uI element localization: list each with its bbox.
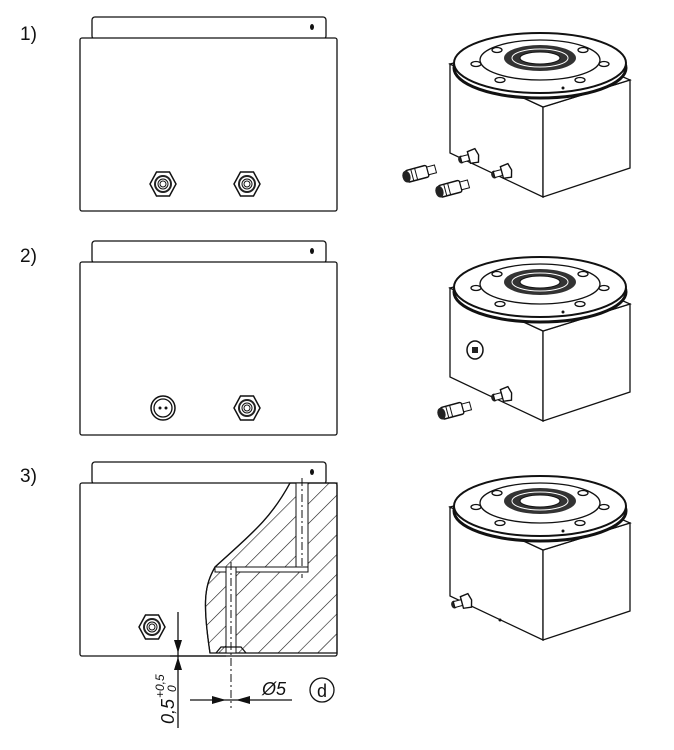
front-view-1 <box>79 16 338 212</box>
variant-3: 3) 0,5 +0,5 0 <box>20 461 632 728</box>
iso-view-3 <box>448 474 632 642</box>
iso-view-2 <box>435 255 632 423</box>
bore-diameter: Ø5 <box>261 679 287 699</box>
dimension-gap: 0,5 +0,5 0 <box>153 612 226 728</box>
variant-3-label: 3) <box>20 466 37 487</box>
gap-tolerance-upper: +0,5 <box>153 674 167 698</box>
plug-icon <box>150 395 176 421</box>
fitting-nut-icon <box>138 614 166 640</box>
variant-1-label: 1) <box>20 24 37 45</box>
variant-1: 1) <box>20 16 632 212</box>
iso-view-1 <box>400 31 632 200</box>
fitting-nut-icon <box>233 171 261 197</box>
fitting-nut-icon <box>149 171 177 197</box>
variant-2-label: 2) <box>20 246 37 267</box>
variant-2: 2) <box>20 240 632 436</box>
dimension-bore: Ø5 d <box>190 677 335 704</box>
gap-tolerance-lower: 0 <box>165 685 179 692</box>
fitting-nut-icon <box>233 395 261 421</box>
bore-callout: d <box>317 681 327 701</box>
section-view-3 <box>79 461 338 708</box>
front-view-2 <box>79 240 338 436</box>
gap-value: 0,5 <box>158 698 178 724</box>
